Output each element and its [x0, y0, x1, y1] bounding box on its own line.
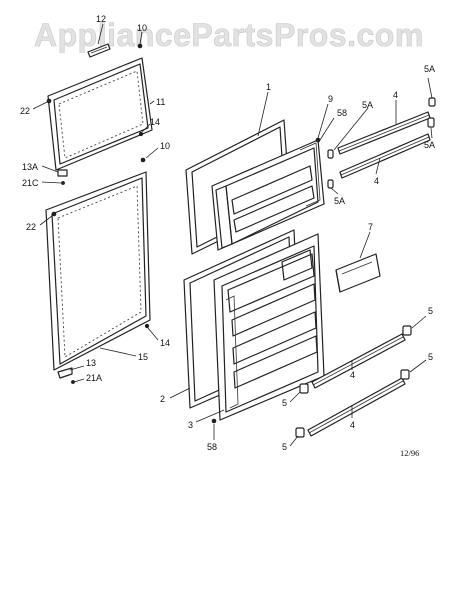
end-cap-5a1 — [428, 97, 436, 107]
callout-13a: 13A — [22, 162, 38, 172]
handle-strip-12 — [87, 43, 111, 58]
callout-9: 9 — [328, 94, 333, 104]
callout-5a-1: 5A — [362, 100, 373, 110]
end-cap-5c — [299, 383, 309, 394]
callout-labels: 12 10 22 11 14 10 13A 21C 22 14 15 13 21… — [20, 14, 435, 458]
fresh-food-door-liner — [213, 233, 325, 421]
fresh-food-shelf-bar-lower — [307, 377, 406, 437]
callout-10-lower: 10 — [160, 141, 170, 151]
callout-58-upper: 58 — [337, 108, 347, 118]
hinge-13a — [57, 169, 68, 185]
dairy-door-7 — [335, 253, 381, 293]
callout-11: 11 — [156, 97, 165, 107]
callout-13: 13 — [86, 358, 96, 368]
end-cap-5b — [400, 369, 410, 380]
callout-22-lower: 22 — [26, 222, 36, 232]
date-code: 12/96 — [400, 448, 419, 458]
callout-4-middle: 4 — [374, 176, 379, 186]
screw-58a — [315, 137, 321, 143]
hinge-13 — [57, 367, 75, 384]
callout-21c: 21C — [22, 178, 39, 188]
end-cap-5d — [295, 427, 305, 438]
callout-5a-4: 5A — [334, 196, 345, 206]
callout-12: 12 — [96, 14, 106, 24]
watermark-text: AppliancePartsPros.com — [34, 17, 424, 53]
callout-2: 2 — [160, 394, 165, 404]
callout-5a-2: 5A — [424, 64, 435, 74]
callout-4-lower-b: 4 — [350, 420, 355, 430]
screw-14b — [144, 323, 150, 329]
callout-5-d: 5 — [282, 442, 287, 452]
screw-10a — [137, 43, 143, 49]
callout-5-c: 5 — [282, 398, 287, 408]
callout-14-lower: 14 — [160, 338, 170, 348]
fresh-food-shelf-bar-upper — [311, 333, 406, 389]
screw-58b — [211, 418, 217, 424]
callout-21a: 21A — [86, 373, 102, 383]
callout-1: 1 — [266, 82, 271, 92]
callout-5a-3: 5A — [424, 140, 435, 150]
end-cap-5a2 — [427, 117, 435, 128]
freezer-shelf-bar-lower — [339, 133, 431, 179]
callout-15: 15 — [138, 352, 148, 362]
callout-7: 7 — [368, 222, 373, 232]
plug-22a — [46, 98, 52, 104]
freezer-door-frame — [47, 57, 153, 171]
callout-10-upper: 10 — [137, 23, 147, 33]
callout-5-b: 5 — [428, 352, 433, 362]
callout-4-upper: 4 — [393, 90, 398, 100]
plug-22b — [51, 211, 57, 217]
callout-58-lower: 58 — [207, 442, 217, 452]
callout-4-lower-a: 4 — [350, 370, 355, 380]
freezer-door-liner — [211, 139, 325, 251]
callout-22-upper: 22 — [20, 106, 30, 116]
callout-3: 3 — [188, 420, 193, 430]
callout-5-a: 5 — [428, 306, 433, 316]
fresh-food-door-frame — [45, 171, 151, 371]
freezer-shelf-bar-upper — [337, 111, 431, 155]
screw-10b — [140, 157, 146, 163]
end-cap-5a — [402, 325, 412, 336]
callout-14-upper: 14 — [150, 117, 160, 127]
end-cap-5a4 — [327, 179, 334, 189]
end-cap-5a3 — [327, 149, 334, 159]
screw-14a — [138, 131, 144, 137]
leader-lines — [32, 23, 433, 447]
